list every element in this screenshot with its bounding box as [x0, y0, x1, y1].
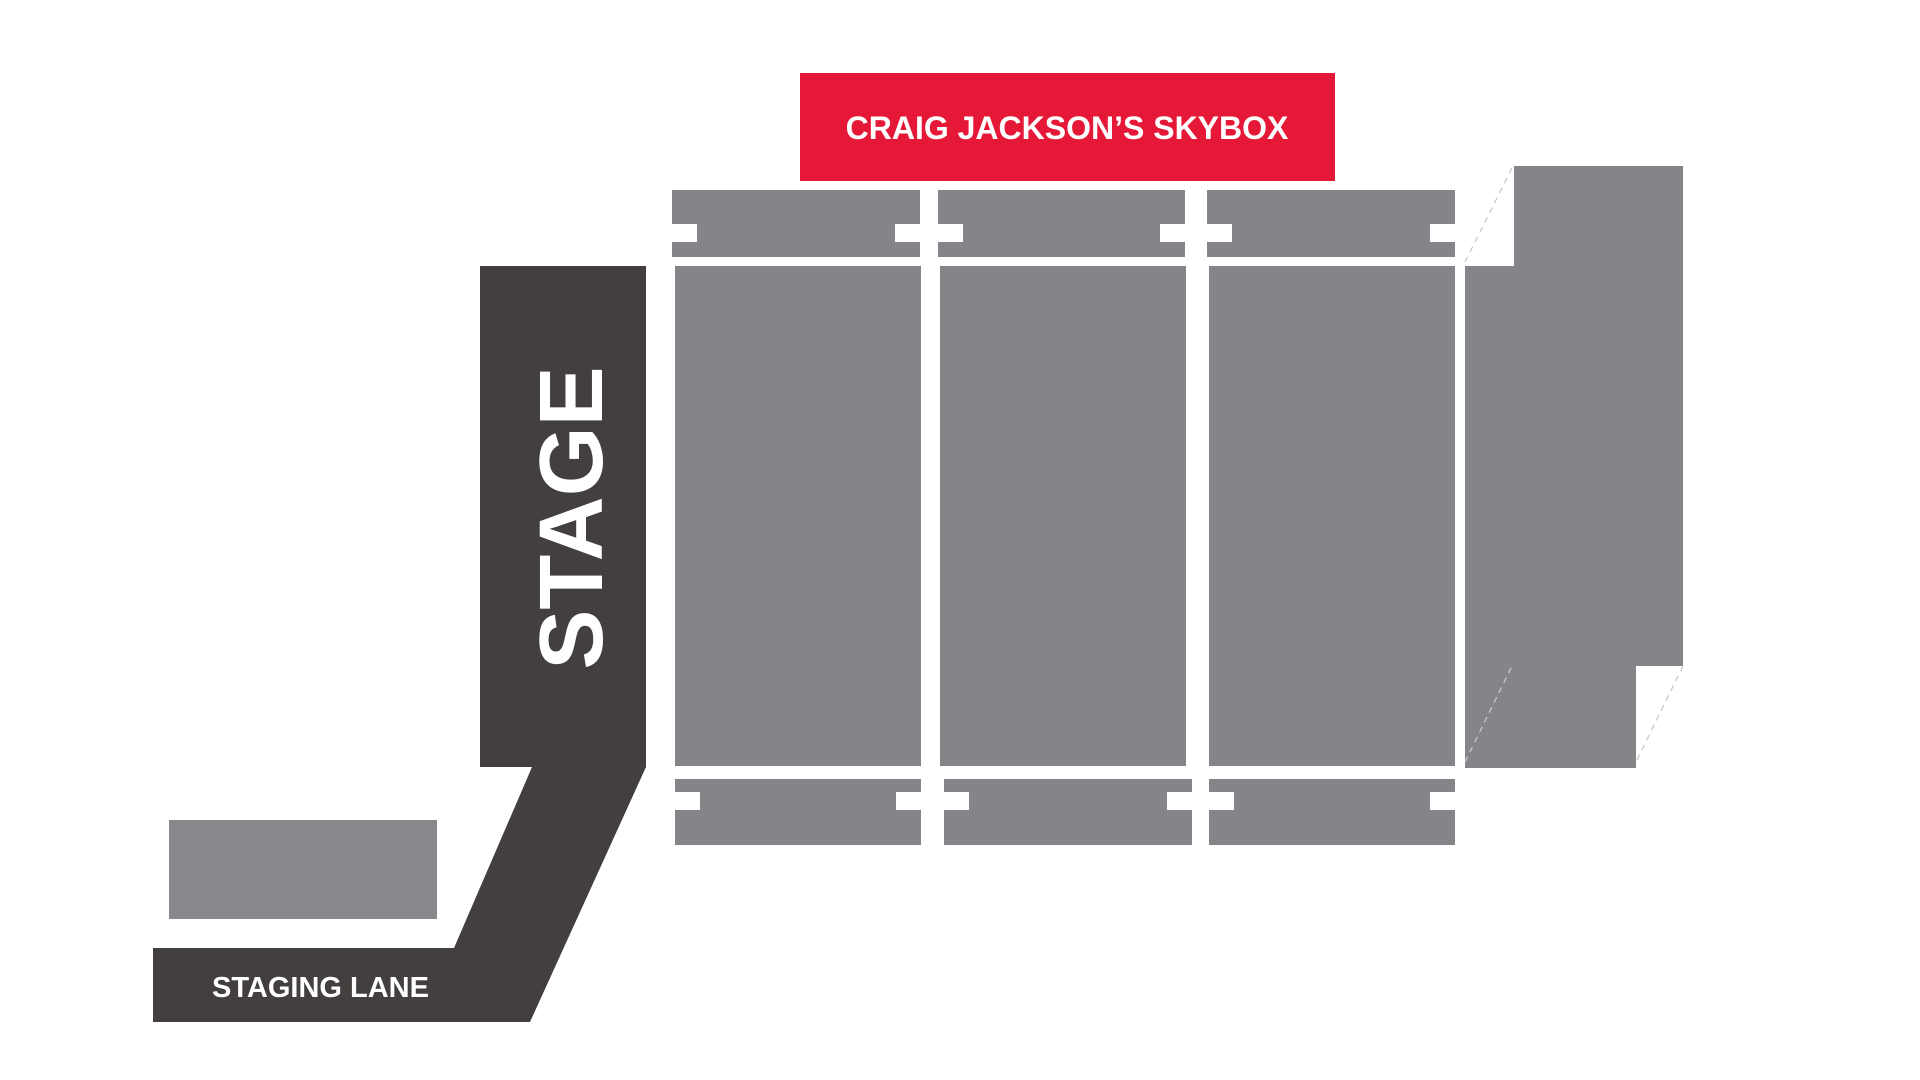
guide-line — [1464, 167, 1513, 263]
top-section-3[interactable] — [1207, 190, 1455, 257]
bottom-section-3[interactable] — [1209, 779, 1455, 845]
right-side-section[interactable] — [1464, 166, 1684, 768]
staging-lane-label: STAGING LANE — [212, 972, 429, 1004]
skybox-label: CRAIG JACKSON’S SKYBOX — [846, 110, 1289, 146]
guide-line — [1464, 665, 1513, 763]
top-row-sections — [672, 190, 1455, 257]
stage[interactable]: STAGE — [153, 266, 646, 1022]
top-section-2[interactable] — [938, 190, 1185, 257]
left-small-section[interactable] — [169, 820, 437, 919]
bottom-section-1[interactable] — [675, 779, 921, 845]
skybox[interactable]: CRAIG JACKSON’S SKYBOX — [800, 73, 1335, 181]
stage-label: STAGE — [522, 366, 622, 669]
floor-section-3[interactable] — [1209, 266, 1455, 766]
top-section-1[interactable] — [672, 190, 920, 257]
floor-section-2[interactable] — [940, 266, 1186, 766]
bottom-section-2[interactable] — [944, 779, 1192, 845]
bottom-row-sections — [675, 779, 1455, 845]
floor-section-1[interactable] — [675, 266, 921, 766]
guide-line — [1636, 665, 1684, 761]
floor-sections — [675, 266, 1455, 766]
